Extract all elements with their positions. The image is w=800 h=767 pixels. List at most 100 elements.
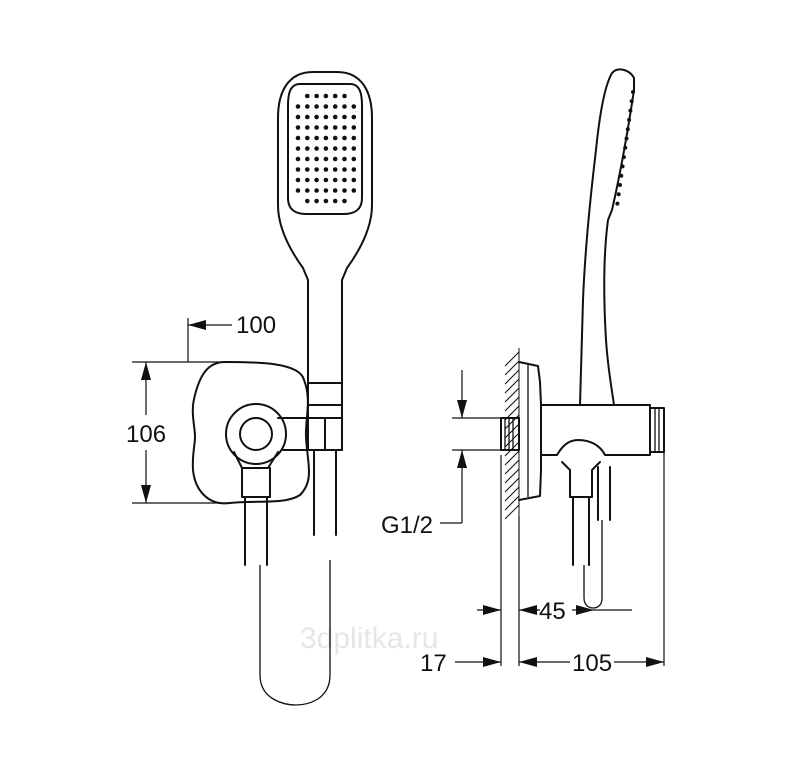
nozzle [323,167,329,172]
dimension-thread: G1/2 [381,370,501,539]
nozzle [314,177,319,183]
nozzle [332,167,338,172]
nozzle [332,125,338,130]
nozzle [305,114,310,120]
nozzle [314,114,319,120]
side-nozzles [615,90,635,206]
nozzle [342,167,347,172]
nozzle [351,177,357,183]
nozzle [342,146,347,151]
hatch-line [504,468,520,484]
nozzle [314,104,319,109]
dim-label-thread: G1/2 [381,512,433,539]
nozzle [332,156,338,162]
side-view: G1/2 45 17 105 [381,68,665,677]
side-body [540,404,665,498]
nozzle [305,188,310,193]
nozzle [332,135,338,141]
hatch-line [504,360,520,376]
nozzle [342,125,347,130]
nozzle [323,146,329,151]
nozzle [314,146,319,151]
nozzle-grid [295,93,357,204]
hatch-line [504,432,520,448]
nozzle [314,167,319,172]
nozzle [295,135,301,141]
nozzle [342,156,347,162]
nozzle [351,146,357,151]
nozzle [314,125,319,130]
nozzle [305,146,310,151]
nozzle [342,114,347,120]
nozzle [295,177,301,183]
nozzle [305,198,310,204]
front-view: 100 106 [126,71,373,706]
nozzle [323,135,329,141]
nozzle [351,167,357,172]
hatch-line [504,378,520,394]
nozzle [314,198,319,204]
hatch-line [504,351,520,367]
side-nozzle [631,90,635,94]
nozzle [323,198,329,204]
dimension-17-105: 17 105 [420,452,665,677]
nozzle [332,188,338,193]
hatch-line [504,396,520,412]
dimension-100: 100 [187,312,276,362]
front-shower-head [277,71,373,406]
nozzle [323,93,329,99]
nozzle [295,167,301,172]
nozzle [332,198,338,204]
side-wall-plate [518,361,542,501]
nozzle [342,198,347,204]
hatch-line [504,486,520,502]
nozzle [351,188,357,193]
side-nozzle [627,117,632,122]
dim-label-105: 105 [572,650,612,677]
hatch-line [504,459,520,475]
nozzle [295,114,301,120]
side-nozzle [629,99,634,104]
nozzle [305,167,310,172]
nozzle [342,93,347,99]
nozzle [332,114,338,120]
dimension-106: 106 [126,361,230,504]
nozzle [295,146,301,151]
dim-label-100: 100 [236,312,276,339]
side-nozzle [615,201,620,206]
nozzle [342,177,347,183]
nozzle [314,135,319,141]
nozzle [305,93,310,99]
hatch-line [504,369,520,385]
nozzle [323,125,329,130]
front-hoses [244,449,337,706]
nozzle [351,104,357,109]
nozzle [342,104,347,109]
dimension-45: 45 [477,455,632,666]
hatch-line [504,450,520,466]
nozzle [323,114,329,120]
nozzle [305,104,310,109]
side-nozzle [623,145,628,150]
dim-label-45: 45 [539,598,566,625]
nozzle [332,93,338,99]
nozzle [342,188,347,193]
front-connector [225,403,343,498]
side-nozzle [620,164,625,169]
nozzle [323,104,329,109]
side-nozzle [625,127,630,132]
hatch-line [504,387,520,403]
nozzle [295,104,301,109]
front-wall-plate [191,361,311,505]
nozzle [314,156,319,162]
hatch-line [504,423,520,439]
nozzle [323,188,329,193]
nozzle [305,177,310,183]
hatch-line [504,477,520,493]
side-thread-inlet [500,417,520,451]
nozzle [332,104,338,109]
wall-hatching [504,348,520,520]
side-nozzle [624,136,629,141]
nozzle [351,125,357,130]
